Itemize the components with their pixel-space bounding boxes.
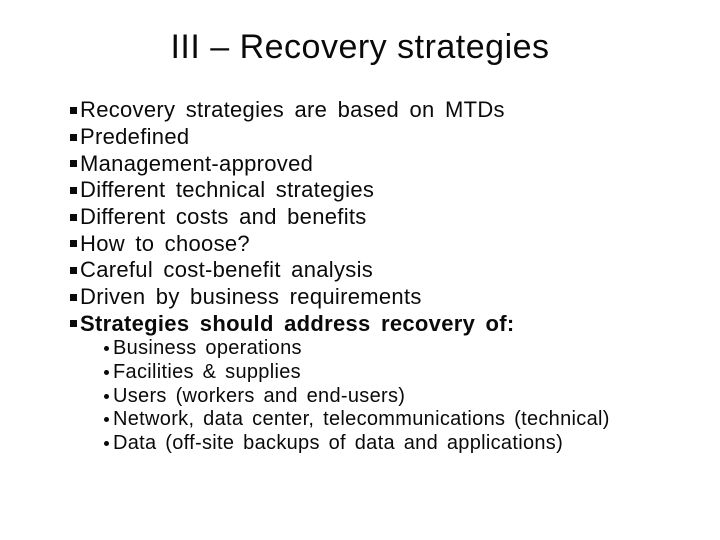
sub-bullet-text: Business operations	[113, 337, 302, 360]
square-bullet-icon	[70, 213, 77, 221]
dot-bullet-icon	[104, 440, 109, 446]
square-bullet-icon	[70, 266, 77, 274]
bullet-text: Management-approved	[80, 150, 314, 176]
dot-bullet-icon	[104, 370, 109, 376]
bullet-text: Predefined	[80, 124, 190, 150]
square-bullet-icon	[70, 240, 77, 248]
square-bullet-icon	[70, 186, 77, 194]
sub-bullet-item: Users (workers and end-users)	[104, 384, 710, 408]
bullet-text: Strategies should address recovery of:	[80, 310, 515, 336]
sub-bullet-item: Facilities & supplies	[104, 361, 710, 385]
dot-bullet-icon	[104, 417, 109, 423]
bullet-item: Management-approved	[70, 150, 710, 177]
bullet-text: Careful cost-benefit analysis	[80, 257, 374, 283]
bullet-text: Driven by business requirements	[80, 284, 422, 310]
sub-bullet-item: Data (off-site backups of data and appli…	[104, 432, 710, 456]
bullet-text: Different technical strategies	[80, 177, 375, 203]
bullet-item: Recovery strategies are based on MTDs	[70, 97, 710, 124]
square-bullet-icon	[70, 160, 77, 168]
bullet-text: Recovery strategies are based on MTDs	[80, 97, 505, 123]
bullet-item: Different costs and benefits	[70, 204, 710, 231]
bullet-item: Strategies should address recovery of:	[70, 311, 710, 338]
square-bullet-icon	[70, 133, 77, 141]
bullet-item: Different technical strategies	[70, 177, 710, 204]
square-bullet-icon	[70, 106, 77, 114]
sub-bullet-text: Facilities & supplies	[113, 361, 301, 384]
slide-body: Recovery strategies are based on MTDs Pr…	[70, 97, 710, 455]
square-bullet-icon	[70, 293, 77, 301]
slide-title: III – Recovery strategies	[170, 28, 550, 66]
bullet-item: Driven by business requirements	[70, 284, 710, 311]
sub-bullet-item: Business operations	[104, 337, 710, 361]
bullet-item: How to choose?	[70, 230, 710, 257]
bullet-text: How to choose?	[80, 230, 250, 256]
sub-bullet-text: Network, data center, telecommunications…	[113, 408, 610, 431]
sub-bullet-text: Users (workers and end-users)	[113, 384, 406, 407]
bullet-item: Predefined	[70, 124, 710, 151]
sub-bullet-item: Network, data center, telecommunications…	[104, 408, 710, 432]
dot-bullet-icon	[104, 346, 109, 352]
dot-bullet-icon	[104, 393, 109, 399]
bullet-text: Different costs and benefits	[80, 204, 367, 230]
sub-bullet-text: Data (off-site backups of data and appli…	[113, 431, 564, 454]
square-bullet-icon	[70, 320, 77, 328]
bullet-item: Careful cost-benefit analysis	[70, 257, 710, 284]
